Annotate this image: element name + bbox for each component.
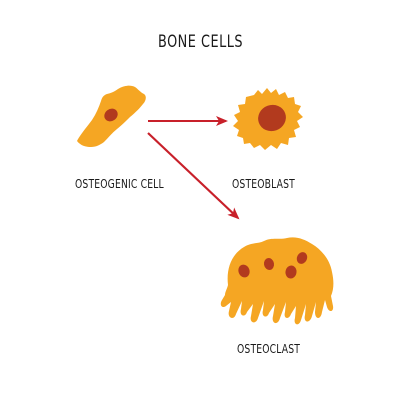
osteogenic-cell-label: OSTEOGENIC CELL (75, 176, 164, 191)
osteogenic-cell (77, 85, 146, 147)
osteoclast-nucleus-1 (238, 264, 250, 278)
osteoclast-cell-body (220, 237, 334, 325)
osteoblast-label: OSTEOBLAST (232, 176, 295, 191)
osteoblast-cell-nucleus (258, 104, 286, 132)
osteoclast-cell (220, 237, 334, 325)
osteoclast-label: OSTEOCLAST (237, 341, 301, 356)
diagram-title: BONE CELLS (158, 32, 244, 52)
arrow-to-osteoclast (147, 132, 240, 220)
osteoclast-nucleus-4 (296, 252, 308, 264)
osteogenic-cell-nucleus (104, 108, 118, 122)
osteoclast-nucleus-3 (285, 265, 297, 279)
osteoblast-cell (233, 88, 303, 150)
osteoclast-nucleus-2 (263, 258, 275, 270)
